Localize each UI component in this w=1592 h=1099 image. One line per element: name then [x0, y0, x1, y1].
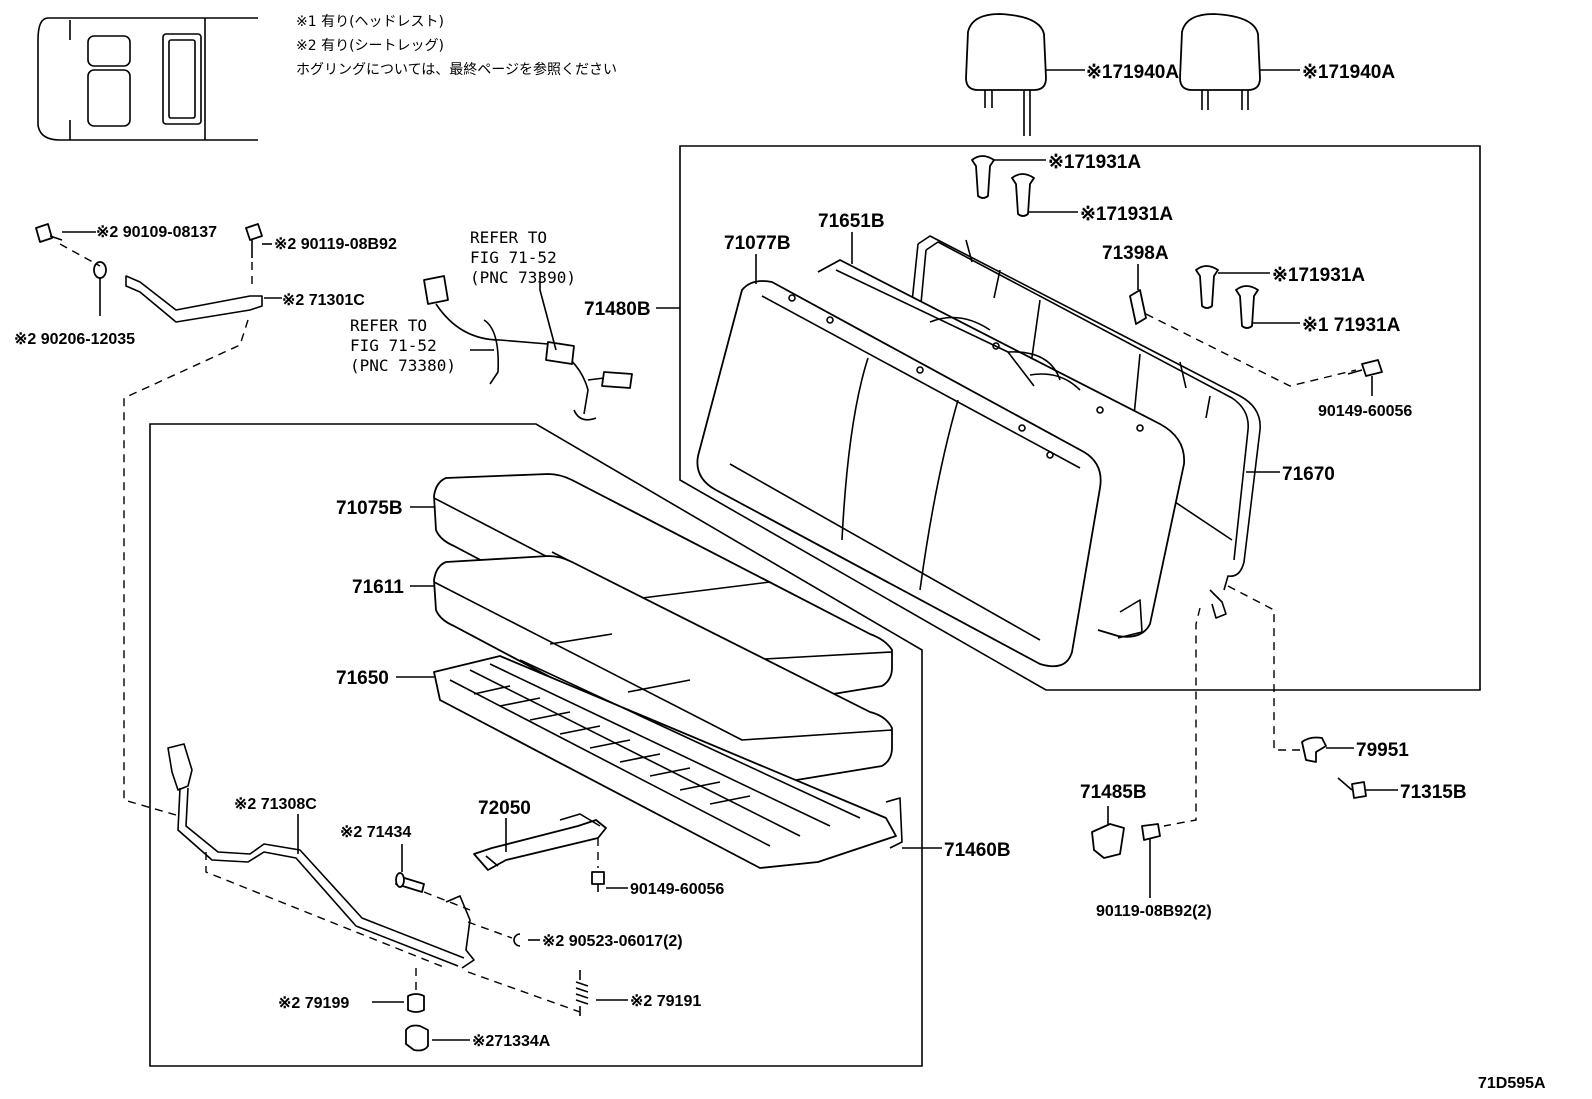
seatback-assembly-frame — [679, 145, 1481, 691]
striker-bolt — [1337, 777, 1398, 799]
vehicle-locator-icon — [37, 17, 258, 141]
cushion-assembly-frame — [149, 423, 923, 1067]
label-71075B: 71075B — [336, 498, 403, 519]
label-72050: 72050 — [478, 798, 531, 819]
label-79951: 79951 — [1356, 740, 1409, 761]
label-90149-60056-bot: 90149-60056 — [630, 881, 724, 898]
note-headrest: ※1 有り(ヘッドレスト) — [296, 14, 444, 30]
cushion-frame — [396, 655, 903, 869]
seat-belt-buckle-harness — [423, 272, 633, 421]
label-90523-06017: ※2 90523-06017(2) — [542, 933, 683, 950]
label-71940A-left: ※171940A — [1086, 62, 1179, 83]
label-71315B: 71315B — [1400, 782, 1467, 803]
label-71460B: 71460B — [944, 840, 1011, 861]
label-71334A: ※271334A — [472, 1033, 551, 1050]
leg-pin — [395, 844, 425, 893]
ref-73390-line2: FIG 71-52 — [470, 248, 557, 267]
label-71308C: ※2 71308C — [234, 796, 317, 813]
e-ring — [513, 933, 540, 947]
note-seat-leg: ※2 有り(シートレッグ) — [296, 38, 444, 54]
label-90206-12035: ※2 90206-12035 — [14, 331, 135, 348]
label-71485B: 71485B — [1080, 782, 1147, 803]
bolt-seatback — [1347, 359, 1383, 396]
ref-73380-line2: FIG 71-52 — [350, 336, 437, 355]
label-71931A-2: ※171931A — [1080, 204, 1173, 225]
label-71398A: 71398A — [1102, 243, 1169, 264]
label-90119-08B92-top: ※2 90119-08B92 — [274, 236, 397, 253]
headrest-guide-3 — [1195, 265, 1270, 309]
label-90119-08B92-bot: 90119-08B92(2) — [1096, 903, 1212, 920]
bolt-lock — [591, 871, 628, 892]
label-79199: ※2 79199 — [278, 995, 349, 1012]
label-71434: ※2 71434 — [340, 824, 411, 841]
ref-73380-line3: (PNC 73380) — [350, 356, 456, 375]
spring — [575, 970, 628, 1016]
label-71651B: 71651B — [818, 211, 885, 232]
ref-73390-line1: REFER TO — [470, 228, 547, 247]
label-90109-08137: ※2 90109-08137 — [96, 224, 217, 241]
ref-73380-line1: REFER TO — [350, 316, 427, 335]
headrest-guide-1 — [971, 155, 1046, 199]
headrest-guide-4 — [1235, 285, 1300, 329]
leg-stopper — [405, 1024, 470, 1052]
headrest-right — [1179, 13, 1300, 110]
label-71301C: ※2 71301C — [282, 292, 365, 309]
headrest-left — [965, 13, 1085, 136]
label-71077B: 71077B — [724, 233, 791, 254]
label-90149-60056-top: 90149-60056 — [1318, 403, 1412, 420]
striker-cover — [1301, 736, 1354, 763]
hinge-cover — [1091, 806, 1125, 859]
lock-bracket — [1129, 264, 1147, 325]
label-71611: 71611 — [352, 577, 404, 598]
leg-link-upper — [35, 223, 282, 323]
ref-73390-line3: (PNC 73390) — [470, 268, 576, 287]
label-71940A-right: ※171940A — [1302, 62, 1395, 83]
seat-leg — [167, 743, 475, 969]
headrest-guide-2 — [1011, 173, 1078, 217]
cushion-pad — [410, 555, 893, 786]
label-71931A-4: ※1 71931A — [1302, 315, 1401, 336]
seatback-cover — [696, 254, 1144, 668]
leg-cushion — [372, 993, 425, 1013]
label-71480B: 71480B — [584, 299, 651, 320]
label-71931A-1: ※171931A — [1048, 152, 1141, 173]
label-71931A-3: ※171931A — [1272, 265, 1365, 286]
figure-code: 71D595A — [1478, 1075, 1546, 1092]
note-hog-ring: ホグリングについては、最終ページを参照ください — [296, 61, 617, 78]
label-71670: 71670 — [1282, 464, 1335, 485]
label-71650: 71650 — [336, 668, 389, 689]
hinge-bolt — [1141, 823, 1161, 898]
cushion-lock — [473, 813, 607, 871]
label-79191: ※2 79191 — [630, 993, 701, 1010]
